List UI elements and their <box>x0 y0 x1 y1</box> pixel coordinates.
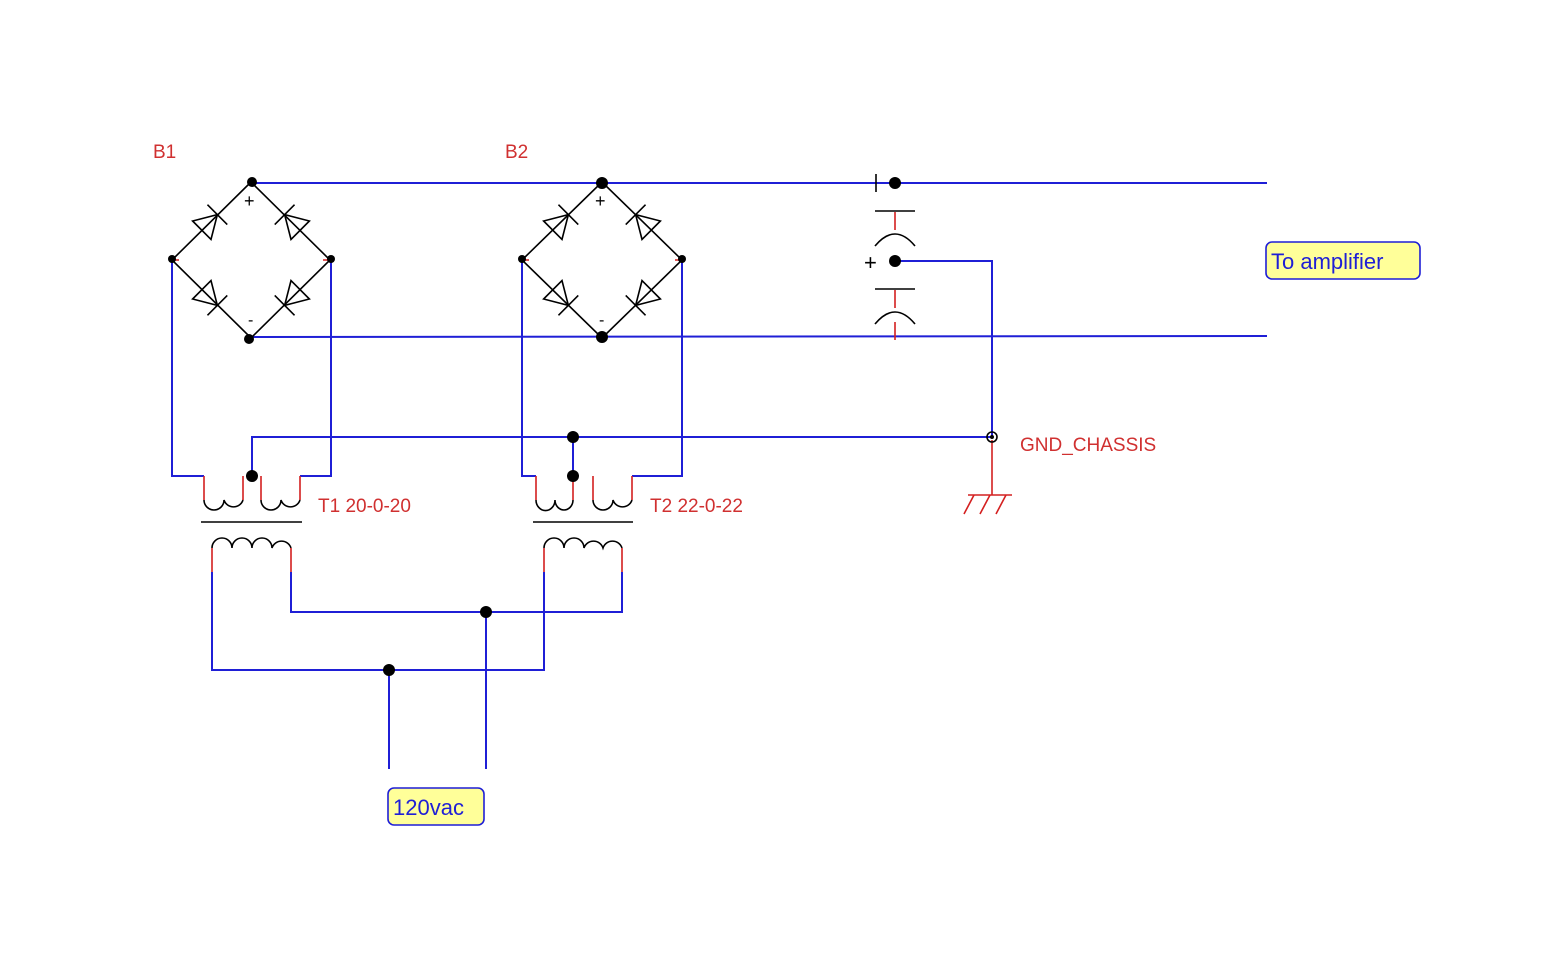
bridge-b1-label: B1 <box>153 142 176 163</box>
junction-dot <box>567 431 579 443</box>
diode-icon <box>191 279 228 316</box>
wire-b2-right-ac <box>632 259 683 477</box>
secondary-leads <box>535 476 633 500</box>
wire-negative-rail <box>249 335 1268 338</box>
output-port-flag: To amplifier <box>1265 241 1421 280</box>
junction-dot <box>480 606 492 618</box>
junction-dot <box>567 470 579 482</box>
wire-cap-mid-to-ground <box>896 260 993 437</box>
wires <box>171 182 1268 769</box>
diode-icon <box>542 204 579 241</box>
diode-icon <box>191 204 228 241</box>
primary-leads <box>211 548 292 572</box>
junction-dot <box>168 255 176 263</box>
junction-dot <box>327 255 335 263</box>
cap-plus-label: + <box>864 250 877 275</box>
ground-label: GND_CHASSIS <box>1020 435 1156 456</box>
junction-dot <box>596 177 608 189</box>
junction-dot <box>889 177 901 189</box>
diode-icon <box>542 279 579 316</box>
transformer-t1 <box>201 476 302 572</box>
wire-b1-left-ac <box>171 259 204 477</box>
diode-icon <box>274 279 311 316</box>
junction-dot <box>247 177 257 187</box>
diode-icon <box>274 204 311 241</box>
secondary-winding-left <box>535 499 574 512</box>
diode-icon <box>625 279 662 316</box>
transformer-t1-label: T1 20-0-20 <box>318 496 411 517</box>
bridge-rectifier-b1: + - <box>170 180 332 340</box>
junction-dot <box>889 255 901 267</box>
bridge-rectifier-b2: + - <box>520 180 684 340</box>
transformer-t2 <box>533 476 633 572</box>
wire-b1-right-ac <box>300 259 332 477</box>
junction-dots <box>168 177 901 676</box>
diode-icon <box>625 204 662 241</box>
secondary-winding-left <box>203 499 244 511</box>
bridge-plus-label: + <box>244 191 255 211</box>
capacitor-lower: + <box>864 250 916 325</box>
input-port-flag: 120vac <box>387 787 485 826</box>
wire-primary-b <box>290 572 623 613</box>
cap-plate-curved <box>874 233 916 247</box>
capacitor-upper <box>874 174 916 247</box>
input-port-label: 120vac <box>393 795 464 820</box>
wire-ground-bus <box>251 436 992 476</box>
cap-plate-curved <box>874 311 916 325</box>
wire-primary-a <box>211 572 545 671</box>
junction-dot <box>678 255 686 263</box>
secondary-winding-right <box>592 499 633 511</box>
bridge-plus-label: + <box>595 191 606 211</box>
chassis-ground-icon <box>963 431 1012 515</box>
junction-dot <box>596 331 608 343</box>
junction-dot <box>383 664 395 676</box>
bridge-b2-label: B2 <box>505 142 528 163</box>
primary-winding <box>211 537 292 549</box>
bridge-minus-label: - <box>599 312 604 329</box>
output-port-label: To amplifier <box>1271 249 1383 274</box>
junction-dot <box>244 334 254 344</box>
junction-dot <box>246 470 258 482</box>
primary-winding <box>543 537 623 551</box>
secondary-winding-right <box>260 499 301 511</box>
primary-leads <box>543 548 623 572</box>
secondary-leads <box>203 476 301 500</box>
wire-b2-left-ac <box>521 259 536 477</box>
junction-dot <box>518 255 526 263</box>
bridge-minus-label: - <box>248 312 253 329</box>
transformer-t2-label: T2 22-0-22 <box>650 496 743 517</box>
capacitor-stack: + <box>864 174 916 340</box>
